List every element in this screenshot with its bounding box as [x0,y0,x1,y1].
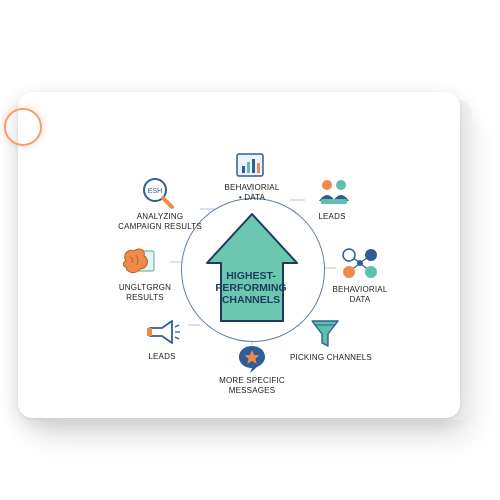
node-behavioral-right: BEHAVIORIAL DATA [332,285,388,304]
megaphone-icon [147,320,180,344]
node-unglt-results: UNGLTGRGN RESULTS [118,283,172,302]
node-behavioral-top: BEHAVIORIAL • DATA [224,183,280,202]
node-leads-top: LEADS [318,212,346,221]
highlight-ring [4,108,42,146]
people-icon [319,180,349,204]
center-line-1: HIGHEST- [226,270,276,282]
funnel-icon [311,320,339,347]
node-more-specific: MORE SPECIFIC MESSAGES [219,376,285,395]
node-picking-channels: PICKING CHANNELS [290,353,372,362]
center-line-3: CHANNELS [221,294,281,306]
magnifier-text: ESH [148,188,162,195]
brain-icon [122,248,155,274]
bar-chart-icon [236,153,264,177]
center-line-2: PERFORMING [215,282,287,294]
network-icon [342,248,377,278]
node-leads-left: LEADS [148,352,176,361]
center-label: HIGHEST- PERFORMING CHANNELS [212,270,290,306]
magnifier-icon: ESH [143,178,174,209]
message-star-icon [239,346,265,373]
node-analyzing: ANALYZING CAMPAIGN RESULTS [118,212,202,231]
